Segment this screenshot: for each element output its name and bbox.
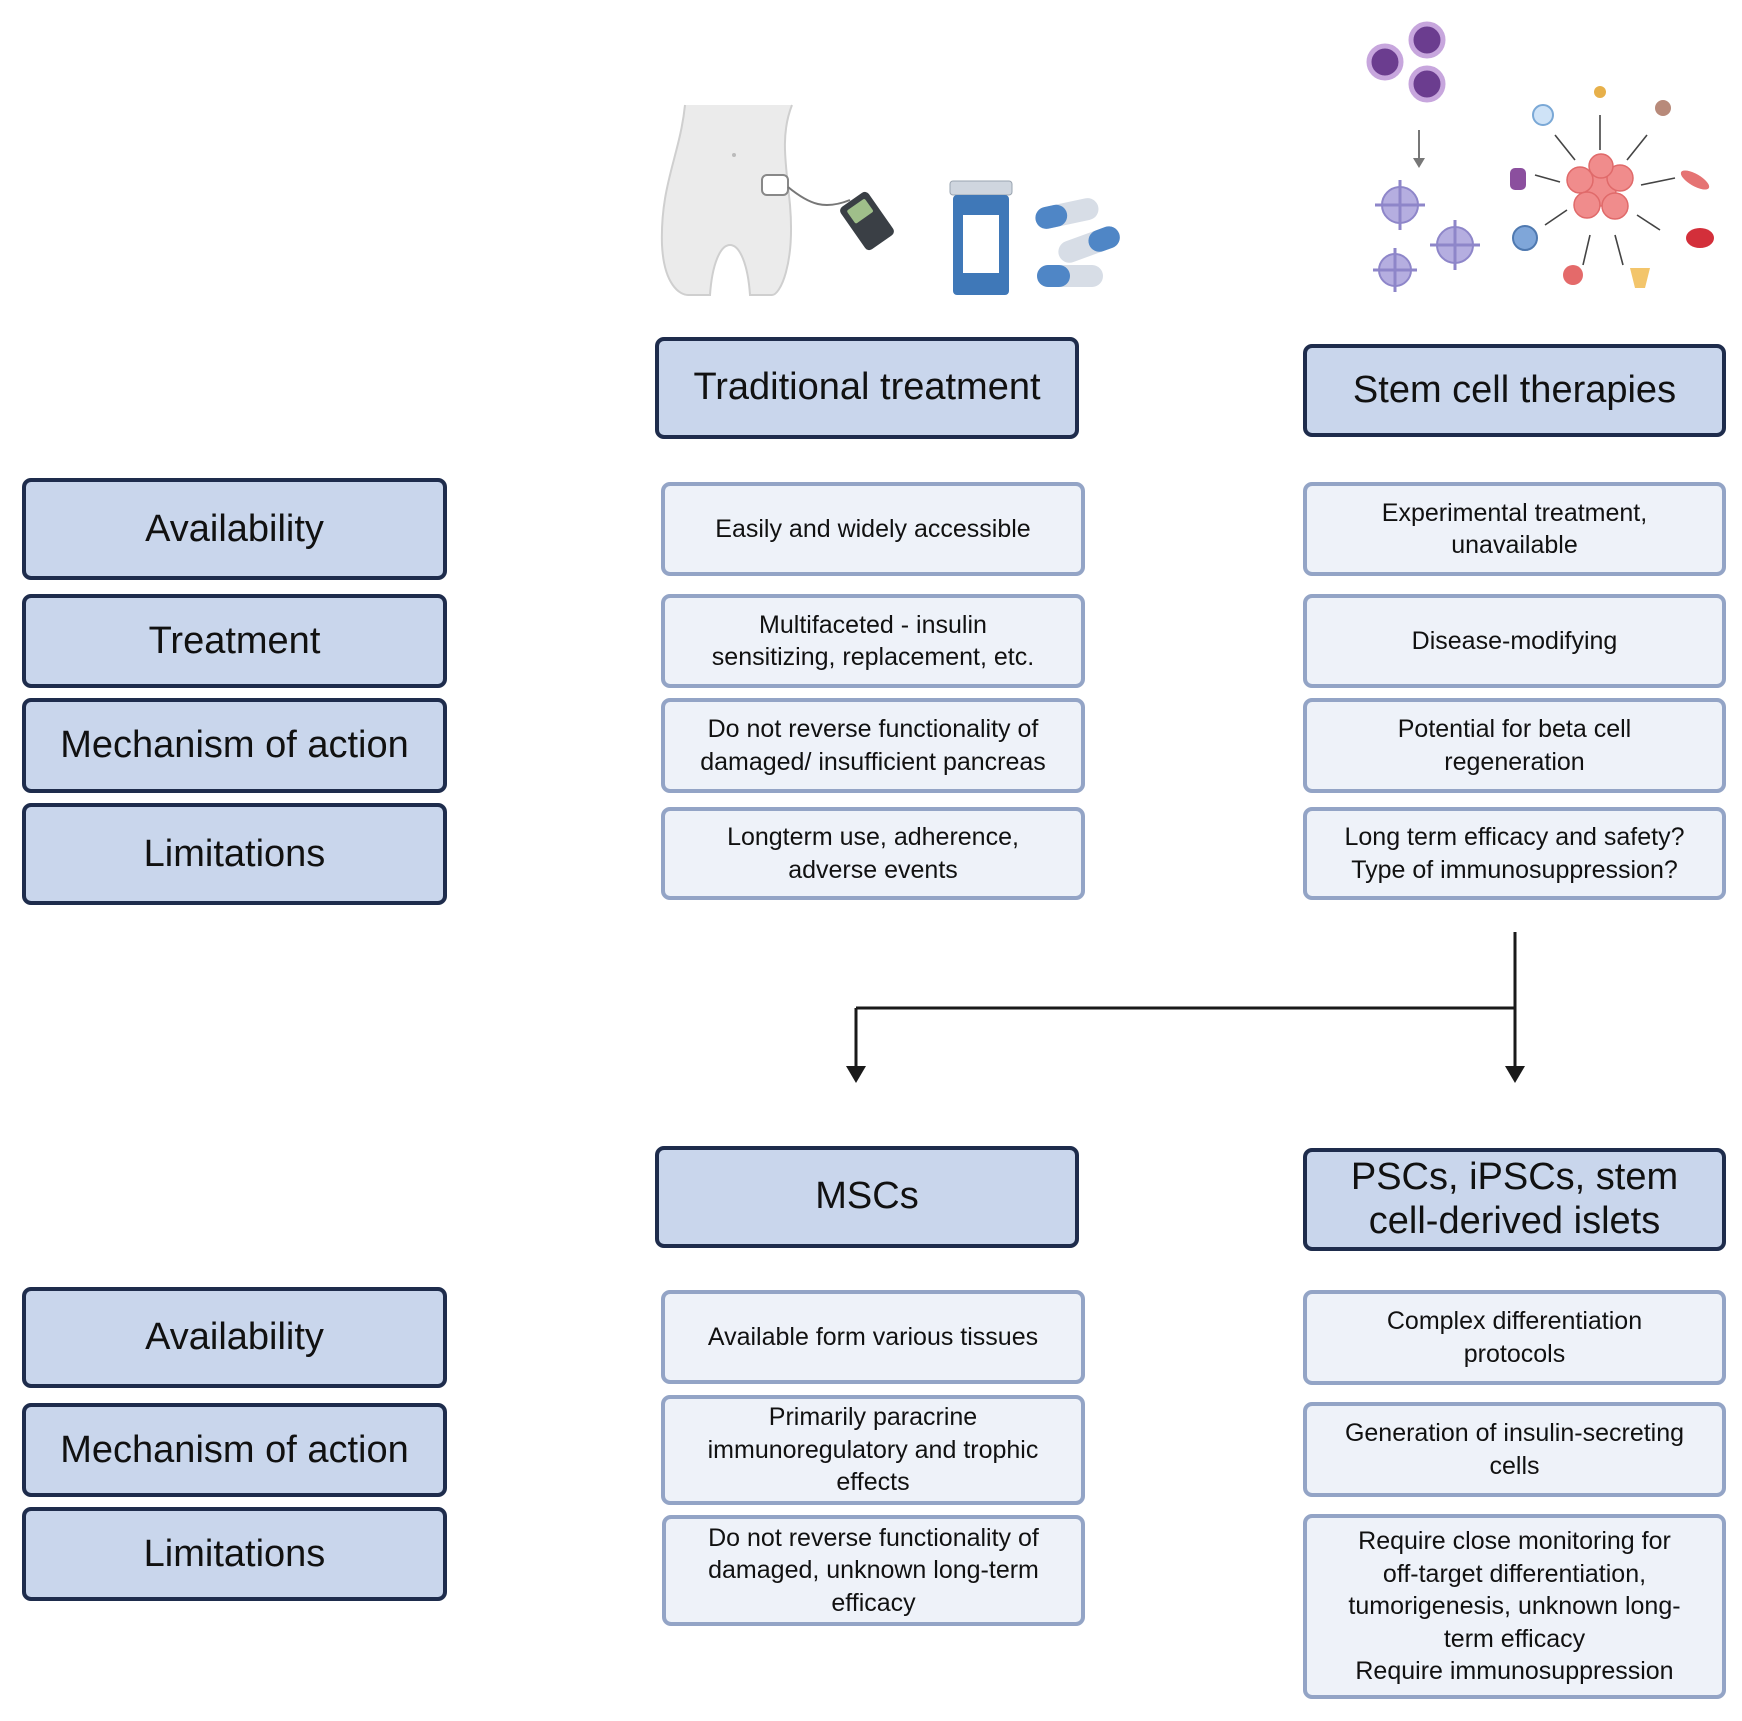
- row-label-treatment: Treatment: [22, 594, 447, 688]
- insulin-pump-icon: [761, 174, 894, 251]
- row-label-mechanism: Mechanism of action: [22, 698, 447, 793]
- stem-treatment-cell: Disease-modifying: [1303, 594, 1726, 688]
- stem-mechanism-cell: Potential for beta cell regeneration: [1303, 698, 1726, 793]
- msc-limitations-cell: Do not reverse functionality of damaged,…: [662, 1515, 1085, 1626]
- stem-cell-therapies-header: Stem cell therapies: [1303, 344, 1726, 437]
- arrowhead: [846, 1066, 866, 1083]
- pill-bottle-icon: [949, 180, 1013, 295]
- traditional-mechanism-cell: Do not reverse functionality of damaged/…: [661, 698, 1085, 793]
- bottom-row-label-limitations: Limitations: [22, 1507, 447, 1601]
- stem-cell-differentiation-icon: [1366, 21, 1714, 292]
- traditional-limitations-cell: Longterm use, adherence, adverse events: [661, 807, 1085, 900]
- stem-availability-cell: Experimental treatment, unavailable: [1303, 482, 1726, 576]
- psc-availability-cell: Complex differentiation protocols: [1303, 1290, 1726, 1385]
- traditional-treatment-cell: Multifaceted - insulin sensitizing, repl…: [661, 594, 1085, 688]
- bottom-row-label-availability: Availability: [22, 1287, 447, 1388]
- arrowhead: [1505, 1066, 1525, 1083]
- row-label-limitations: Limitations: [22, 803, 447, 905]
- bottom-row-label-mechanism: Mechanism of action: [22, 1403, 447, 1497]
- medication-illustration: [949, 180, 1120, 295]
- mscs-header: MSCs: [655, 1146, 1079, 1248]
- body-silhouette-icon: [660, 104, 793, 296]
- psc-limitations-cell: Require close monitoring for off-target …: [1303, 1514, 1726, 1699]
- pscs-header: PSCs, iPSCs, stem cell-derived islets: [1303, 1148, 1726, 1251]
- psc-mechanism-cell: Generation of insulin-secreting cells: [1303, 1402, 1726, 1497]
- traditional-availability-cell: Easily and widely accessible: [661, 482, 1085, 576]
- stem-limitations-cell: Long term efficacy and safety? Type of i…: [1303, 807, 1726, 900]
- row-label-availability: Availability: [22, 478, 447, 580]
- insulin-pump-illustration: [660, 104, 894, 296]
- msc-mechanism-cell: Primarily paracrine immunoregulatory and…: [661, 1395, 1085, 1505]
- traditional-treatment-header: Traditional treatment: [655, 337, 1079, 439]
- msc-availability-cell: Available form various tissues: [661, 1290, 1085, 1384]
- capsule-icon: [1035, 198, 1120, 287]
